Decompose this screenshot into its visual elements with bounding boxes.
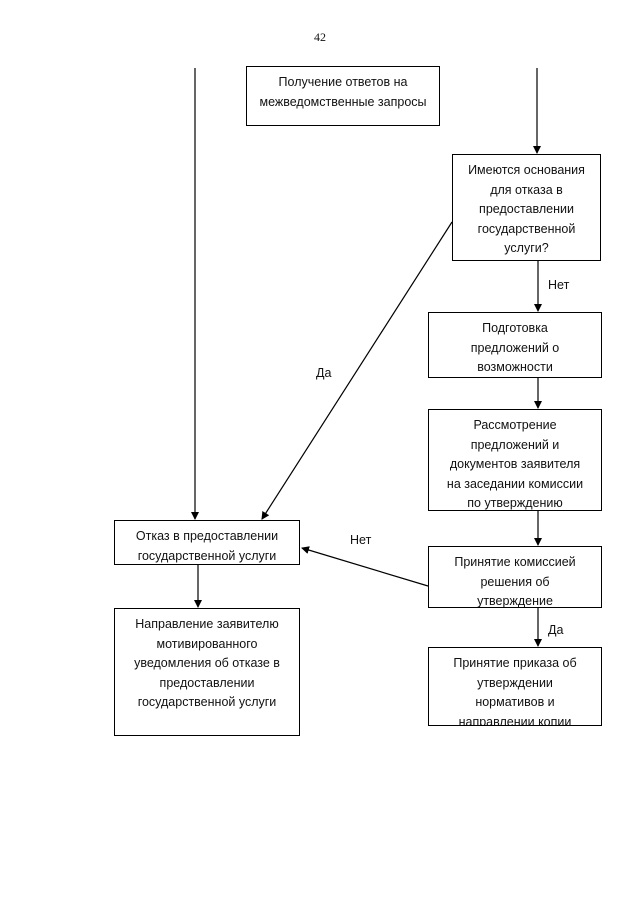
- box-line: на заседании комиссии: [446, 476, 584, 491]
- box-line: Отказ в предоставлении: [135, 529, 279, 543]
- arrow-decision-to-refusal: [301, 546, 429, 587]
- box-line: межведомственные запросы: [259, 94, 427, 109]
- edge-label-no-after-decision: Нет: [350, 533, 372, 547]
- box-line: государственной услуги: [137, 548, 277, 563]
- refusal-box: Отказ в предоставлении государственной у…: [114, 520, 300, 565]
- box-line: предложений о: [470, 340, 560, 355]
- box-line: направлении копии: [458, 714, 572, 726]
- arrow-question-to-refusal: [261, 221, 453, 520]
- box-line: государственной: [477, 221, 576, 236]
- box-line: решения об: [480, 574, 550, 589]
- box-line: мотивированного: [156, 636, 258, 651]
- box-line: по утверждению: [467, 496, 563, 510]
- box-line: возможности: [477, 360, 553, 374]
- box-line: документов заявителя: [449, 457, 581, 471]
- box-line: государственной услуги: [137, 695, 277, 709]
- box-line: Принятие приказа об: [453, 656, 577, 670]
- edge-label-no-after-question: Нет: [548, 278, 570, 292]
- box-line: предоставлении: [159, 675, 255, 690]
- page-number: 42: [314, 30, 326, 44]
- box-line: Рассмотрение: [473, 418, 557, 432]
- box-line: Принятие комиссией: [454, 555, 576, 569]
- edge-label-yes-to-refusal: Да: [316, 366, 332, 380]
- edge-label-yes-after-decision: Да: [548, 623, 564, 637]
- order-adoption-box: Принятие приказа об утверждении норматив…: [428, 647, 602, 726]
- box-line: Имеются основания: [468, 163, 585, 177]
- box-line: Получение ответов на: [278, 75, 408, 89]
- send-notice-box: Направление заявителю мотивированного ув…: [114, 608, 300, 736]
- box-line: утверждение: [477, 594, 553, 608]
- box-line: для отказа в: [490, 182, 563, 197]
- box-line: услуги?: [504, 241, 549, 255]
- box-line: нормативов и: [475, 695, 555, 709]
- box-line: уведомления об отказе в: [134, 656, 280, 670]
- box-line: предоставлении: [479, 202, 574, 216]
- review-proposals-box: Рассмотрение предложений и документов за…: [428, 409, 602, 511]
- box-line: Подготовка: [482, 321, 548, 335]
- receive-answers-box: Получение ответов на межведомственные за…: [246, 66, 440, 126]
- box-line: предложений и: [470, 437, 560, 452]
- commission-decision-box: Принятие комиссией решения об утверждени…: [428, 546, 602, 608]
- grounds-question-box: Имеются основания для отказа в предостав…: [452, 154, 601, 261]
- prepare-proposals-box: Подготовка предложений о возможности: [428, 312, 602, 378]
- box-line: Направление заявителю: [135, 617, 279, 631]
- box-line: утверждении: [477, 675, 553, 690]
